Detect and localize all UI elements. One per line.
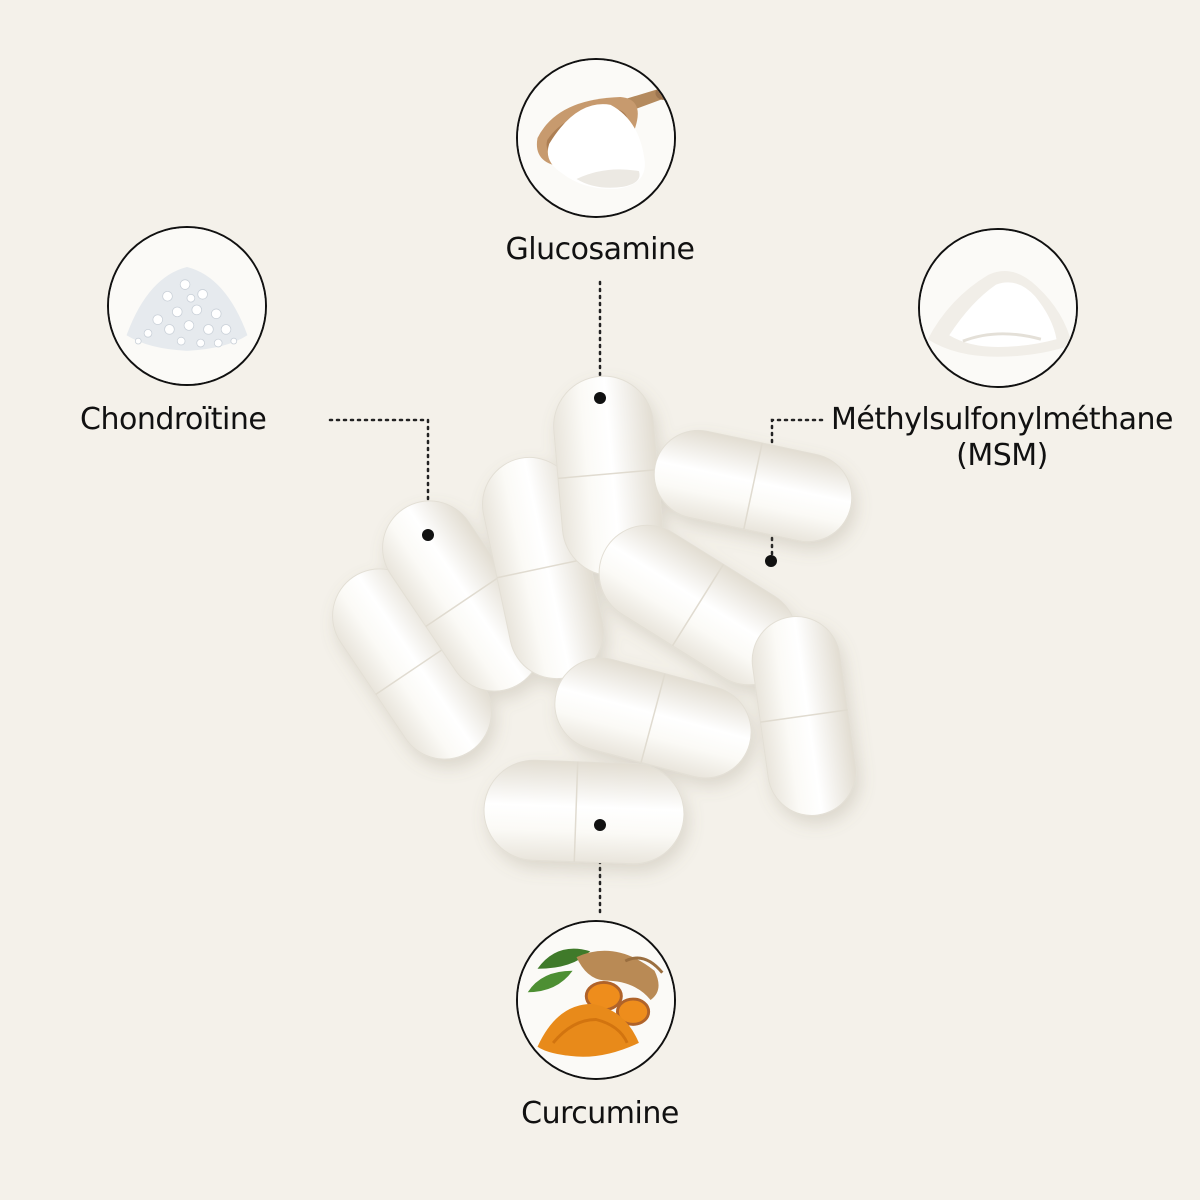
chondroitine-label: Chondroïtine [80,402,267,437]
msm-dot [765,555,777,567]
capsule [554,657,752,779]
msm-image [918,228,1078,388]
glucosamine-dot [594,392,606,404]
msm-label: Méthylsulfonylméthane (MSM) [822,402,1182,474]
chondroitine-image [107,226,267,386]
turmeric-illustration [518,922,674,1078]
chondroitine-connector [328,418,430,536]
msm-label-line1: Méthylsulfonylméthane [830,402,1174,437]
capsule [382,500,542,692]
msm-connector [770,418,824,562]
capsule [653,429,853,543]
glucosamine-label: Glucosamine [505,232,696,267]
white-powder-illustration [920,230,1076,386]
capsule [483,759,685,865]
crystal-granules-illustration [109,228,265,384]
glucosamine-image [516,58,676,218]
msm-label-line2: (MSM) [956,438,1048,473]
capsule [751,616,857,816]
chondroitine-dot [422,529,434,541]
powder-spoon-illustration [518,60,674,216]
curcumine-label: Curcumine [521,1096,679,1131]
curcumine-image [516,920,676,1080]
curcumine-dot [594,819,606,831]
